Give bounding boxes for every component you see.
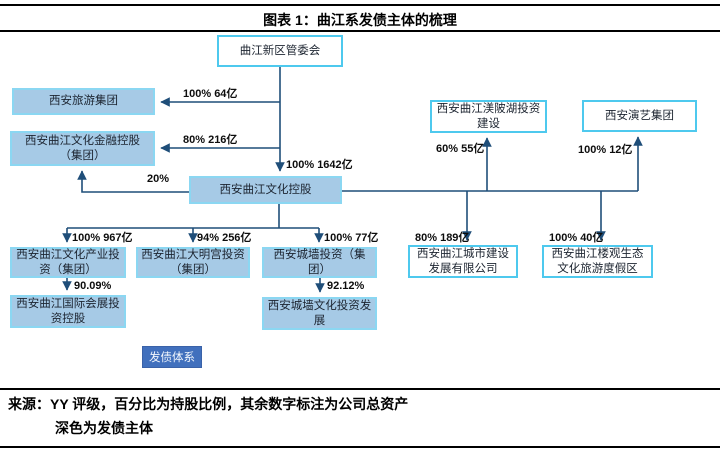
edge-label-performing: 100% 12亿 [578, 144, 633, 156]
legend-issuer-badge: 发债体系 [142, 346, 202, 368]
edge-label-tourism: 100% 64亿 [183, 88, 238, 100]
node-daminggong-investment: 西安曲江大明宫投资（集团） [136, 247, 250, 278]
node-qujiang-committee: 曲江新区管委会 [217, 35, 343, 67]
edge-label-meibei: 60% 55亿 [436, 143, 485, 155]
edge-label-convention: 90.09% [74, 280, 112, 292]
edge-label-daminggong: 94% 256亿 [197, 232, 252, 244]
node-culture-finance-holding: 西安曲江文化金融控股（集团） [10, 131, 155, 166]
footer-bottom-rule [0, 446, 720, 448]
node-xian-performing-arts-group: 西安演艺集团 [582, 100, 697, 132]
edge-label-finance: 80% 216亿 [183, 134, 238, 146]
title-underline-rule [0, 30, 720, 32]
edge-label-urban: 80% 189亿 [415, 232, 470, 244]
figure-title: 图表 1：曲江系发债主体的梳理 [263, 12, 457, 28]
edge-label-louguan: 100% 40亿 [549, 232, 604, 244]
node-culture-industry-investment: 西安曲江文化产业投资（集团） [10, 247, 126, 278]
footer-top-rule [0, 388, 720, 390]
edge-label-industry: 100% 967亿 [72, 232, 133, 244]
node-intl-convention-holding: 西安曲江国际会展投资控股 [10, 295, 126, 328]
node-louguan-eco-tourism-resort: 西安曲江楼观生态文化旅游度假区 [542, 245, 653, 278]
node-xian-tourism-group: 西安旅游集团 [12, 88, 155, 115]
edge-label-twenty-pct: 20% [147, 173, 170, 185]
node-meibei-lake-investment: 西安曲江渼陂湖投资建设 [430, 100, 547, 133]
edge-label-citywall: 100% 77亿 [324, 232, 379, 244]
source-note: 来源：YY 评级，百分比为持股比例，其余数字标注为公司总资产 [8, 396, 409, 412]
top-rule [0, 4, 720, 6]
node-city-wall-culture-investment: 西安城墙文化投资发展 [262, 297, 377, 330]
edge-label-cw-culture: 92.12% [327, 280, 365, 292]
edge-label-holding: 100% 1642亿 [286, 159, 353, 171]
node-city-wall-investment: 西安城墙投资（集团） [262, 247, 377, 278]
source-note-line2: 深色为发债主体 [55, 420, 153, 436]
node-qujiang-culture-holding: 西安曲江文化控股 [189, 176, 342, 204]
node-urban-construction-development: 西安曲江城市建设发展有限公司 [408, 245, 518, 278]
